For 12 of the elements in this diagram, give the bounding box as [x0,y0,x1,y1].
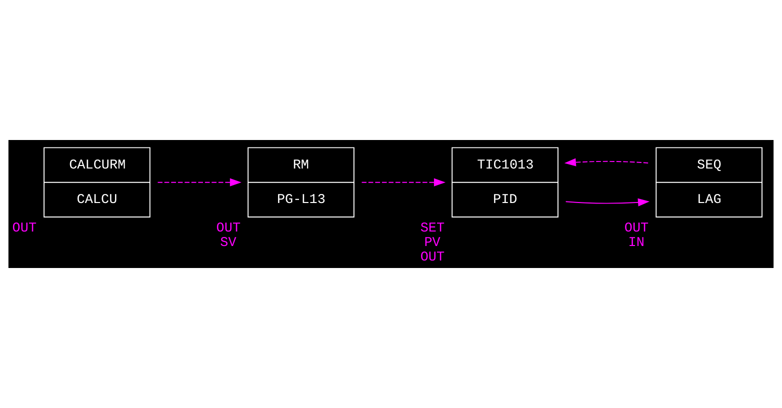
node-label: OUT [420,250,445,266]
node-label: SET [420,222,445,237]
node-label: OUT [624,222,649,237]
arrow [564,158,649,166]
arrow [157,178,242,186]
node-label: OUT [216,222,241,237]
node-label: PV [424,236,440,252]
arrow [565,198,650,206]
node-label: SV [220,236,236,252]
node-label: IN [628,236,644,252]
arrow [361,178,446,186]
node-label: OUT [12,222,37,237]
